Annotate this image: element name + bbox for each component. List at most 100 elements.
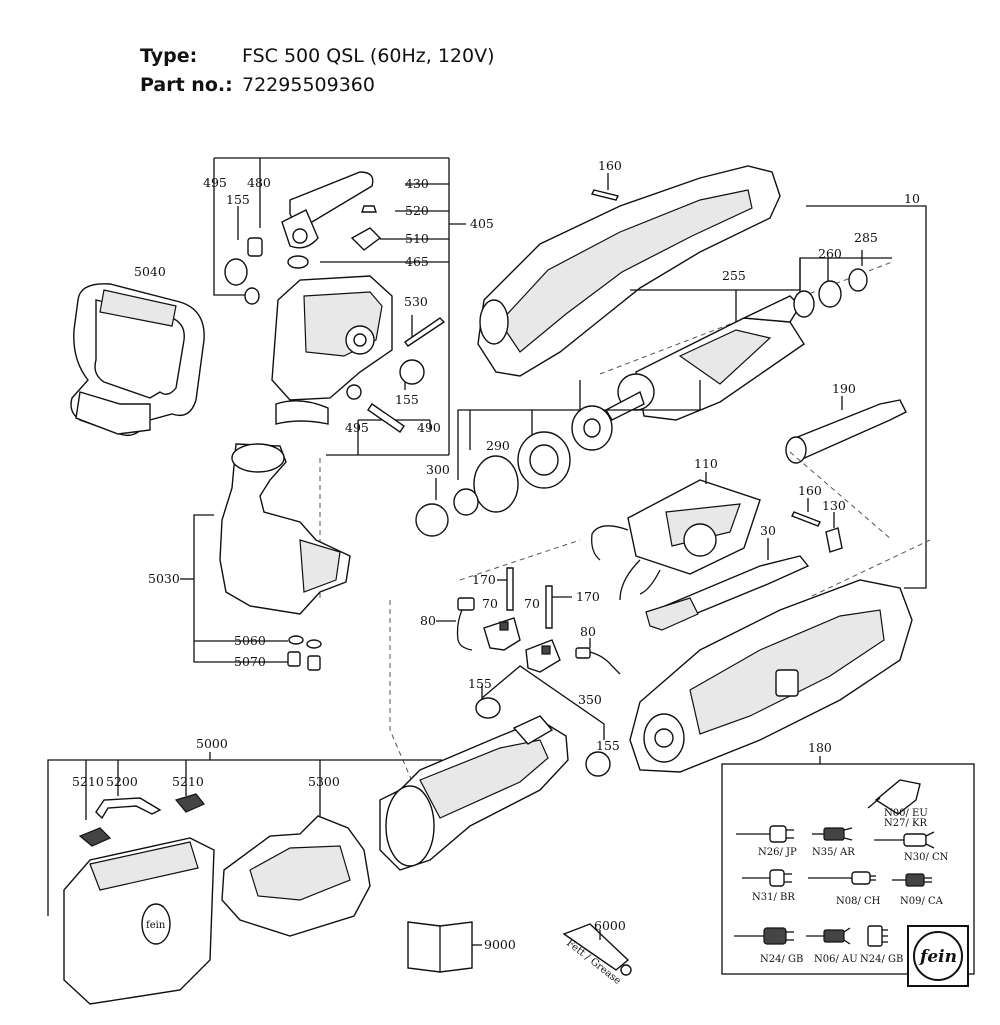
grease-tube-6000: Fett / Grease (562, 923, 632, 987)
plug-icon-eu (867, 779, 921, 815)
label-70a: 70 (482, 596, 498, 611)
switch-slider-30 (645, 555, 810, 631)
plug-label-br: N31/ BR (752, 892, 795, 903)
plug-icon-cn (874, 831, 935, 849)
plug-label-au: N06/ AU (814, 954, 858, 965)
label-5060: 5060 (234, 633, 266, 648)
type-value: FSC 500 QSL (60Hz, 120V) (242, 45, 495, 67)
pin-530 (404, 317, 446, 347)
label-405: 405 (470, 216, 494, 231)
screw-160-top (590, 189, 620, 201)
label-350: 350 (578, 692, 602, 707)
label-10: 10 (904, 191, 920, 206)
label-530: 530 (404, 294, 428, 309)
motor-housing (629, 579, 913, 773)
plug-label-ch: N08/ CH (836, 896, 881, 907)
clip-510 (350, 227, 382, 251)
label-160a: 160 (598, 158, 622, 173)
label-155d: 155 (596, 738, 620, 753)
label-180: 180 (808, 740, 832, 755)
o-ring-290 (473, 455, 519, 513)
gear-head-housing (271, 275, 393, 425)
ring-465 (287, 255, 309, 269)
plug-label-ca: N09/ CA (900, 896, 944, 907)
label-170b: 170 (576, 589, 600, 604)
label-290: 290 (486, 438, 510, 453)
label-155c: 155 (468, 676, 492, 691)
screw-5070-b (307, 655, 321, 671)
screw-160-right (791, 511, 821, 527)
plug-icon-br (742, 869, 792, 887)
label-495b: 495 (345, 420, 369, 435)
plug-label-kr: N27/ KR (884, 818, 927, 829)
label-465: 465 (405, 254, 429, 269)
label-520: 520 (405, 203, 429, 218)
label-6000: 6000 (594, 918, 626, 933)
lever-part-430 (281, 171, 374, 249)
plug-label-gb1: N24/ GB (760, 954, 803, 965)
plug-icon-gb (734, 927, 794, 945)
label-70b: 70 (524, 596, 540, 611)
label-110: 110 (694, 456, 718, 471)
dust-extraction-hood-5030 (219, 443, 351, 615)
washer-260-a (793, 290, 815, 318)
part-number-value: 72295509360 (242, 74, 375, 96)
label-5210b: 5210 (172, 774, 204, 789)
plug-label-eu: N00/ EU (884, 808, 928, 819)
type-label: Type: (140, 45, 198, 67)
label-5070: 5070 (234, 654, 266, 669)
label-80a: 80 (420, 613, 436, 628)
housing-shell-top (477, 165, 781, 377)
label-285: 285 (854, 230, 878, 245)
plug-variants-box (721, 763, 975, 975)
label-30: 30 (760, 523, 776, 538)
fein-logo: fein (907, 925, 969, 987)
label-170a: 170 (472, 572, 496, 587)
clip-130 (825, 527, 843, 553)
label-5300: 5300 (308, 774, 340, 789)
label-480: 480 (247, 175, 271, 190)
brush-holder-70-left (483, 617, 521, 651)
label-155b: 155 (395, 392, 419, 407)
part-number-label: Part no.: (140, 74, 233, 96)
washer-5060-a (288, 635, 304, 645)
plug-icon-au (806, 927, 851, 945)
fein-logo-text: fein (919, 947, 957, 967)
plug-icon-ch (808, 871, 876, 885)
bushing-480 (247, 237, 263, 257)
pin-490 (367, 403, 405, 433)
washer-5060-b (306, 639, 322, 649)
label-130: 130 (822, 498, 846, 513)
label-255: 255 (722, 268, 746, 283)
cable-sleeve-190 (785, 399, 907, 464)
label-510: 510 (405, 231, 429, 246)
plug-label-gb2: N24/ GB (860, 954, 903, 965)
label-5000: 5000 (196, 736, 228, 751)
label-5210a: 5210 (72, 774, 104, 789)
armature-255 (605, 295, 805, 421)
label-495a: 495 (203, 175, 227, 190)
bearing-285 (848, 268, 868, 292)
bearing-155-field-b (585, 751, 611, 777)
label-260: 260 (818, 246, 842, 261)
plug-label-cn: N30/ CN (904, 852, 949, 863)
field-stator-350 (379, 715, 569, 871)
ring-495-top (244, 287, 260, 305)
electronic-module-110 (591, 479, 761, 601)
label-9000: 9000 (484, 937, 516, 952)
carbon-brush-80-left (456, 597, 475, 651)
latch-5210-left (78, 827, 112, 847)
latch-5210-right (174, 793, 205, 813)
bearing-155-field-a (475, 697, 501, 719)
ring-495-bottom (346, 384, 362, 400)
plug-icon-ar (812, 827, 853, 841)
manual-book-9000 (407, 921, 473, 973)
screw-5070-a (287, 651, 301, 667)
label-80b: 80 (580, 624, 596, 639)
plug-icon-gb-adapter (867, 925, 888, 947)
bearing-260 (818, 280, 842, 308)
label-5200: 5200 (106, 774, 138, 789)
screw-170-right (545, 585, 553, 629)
